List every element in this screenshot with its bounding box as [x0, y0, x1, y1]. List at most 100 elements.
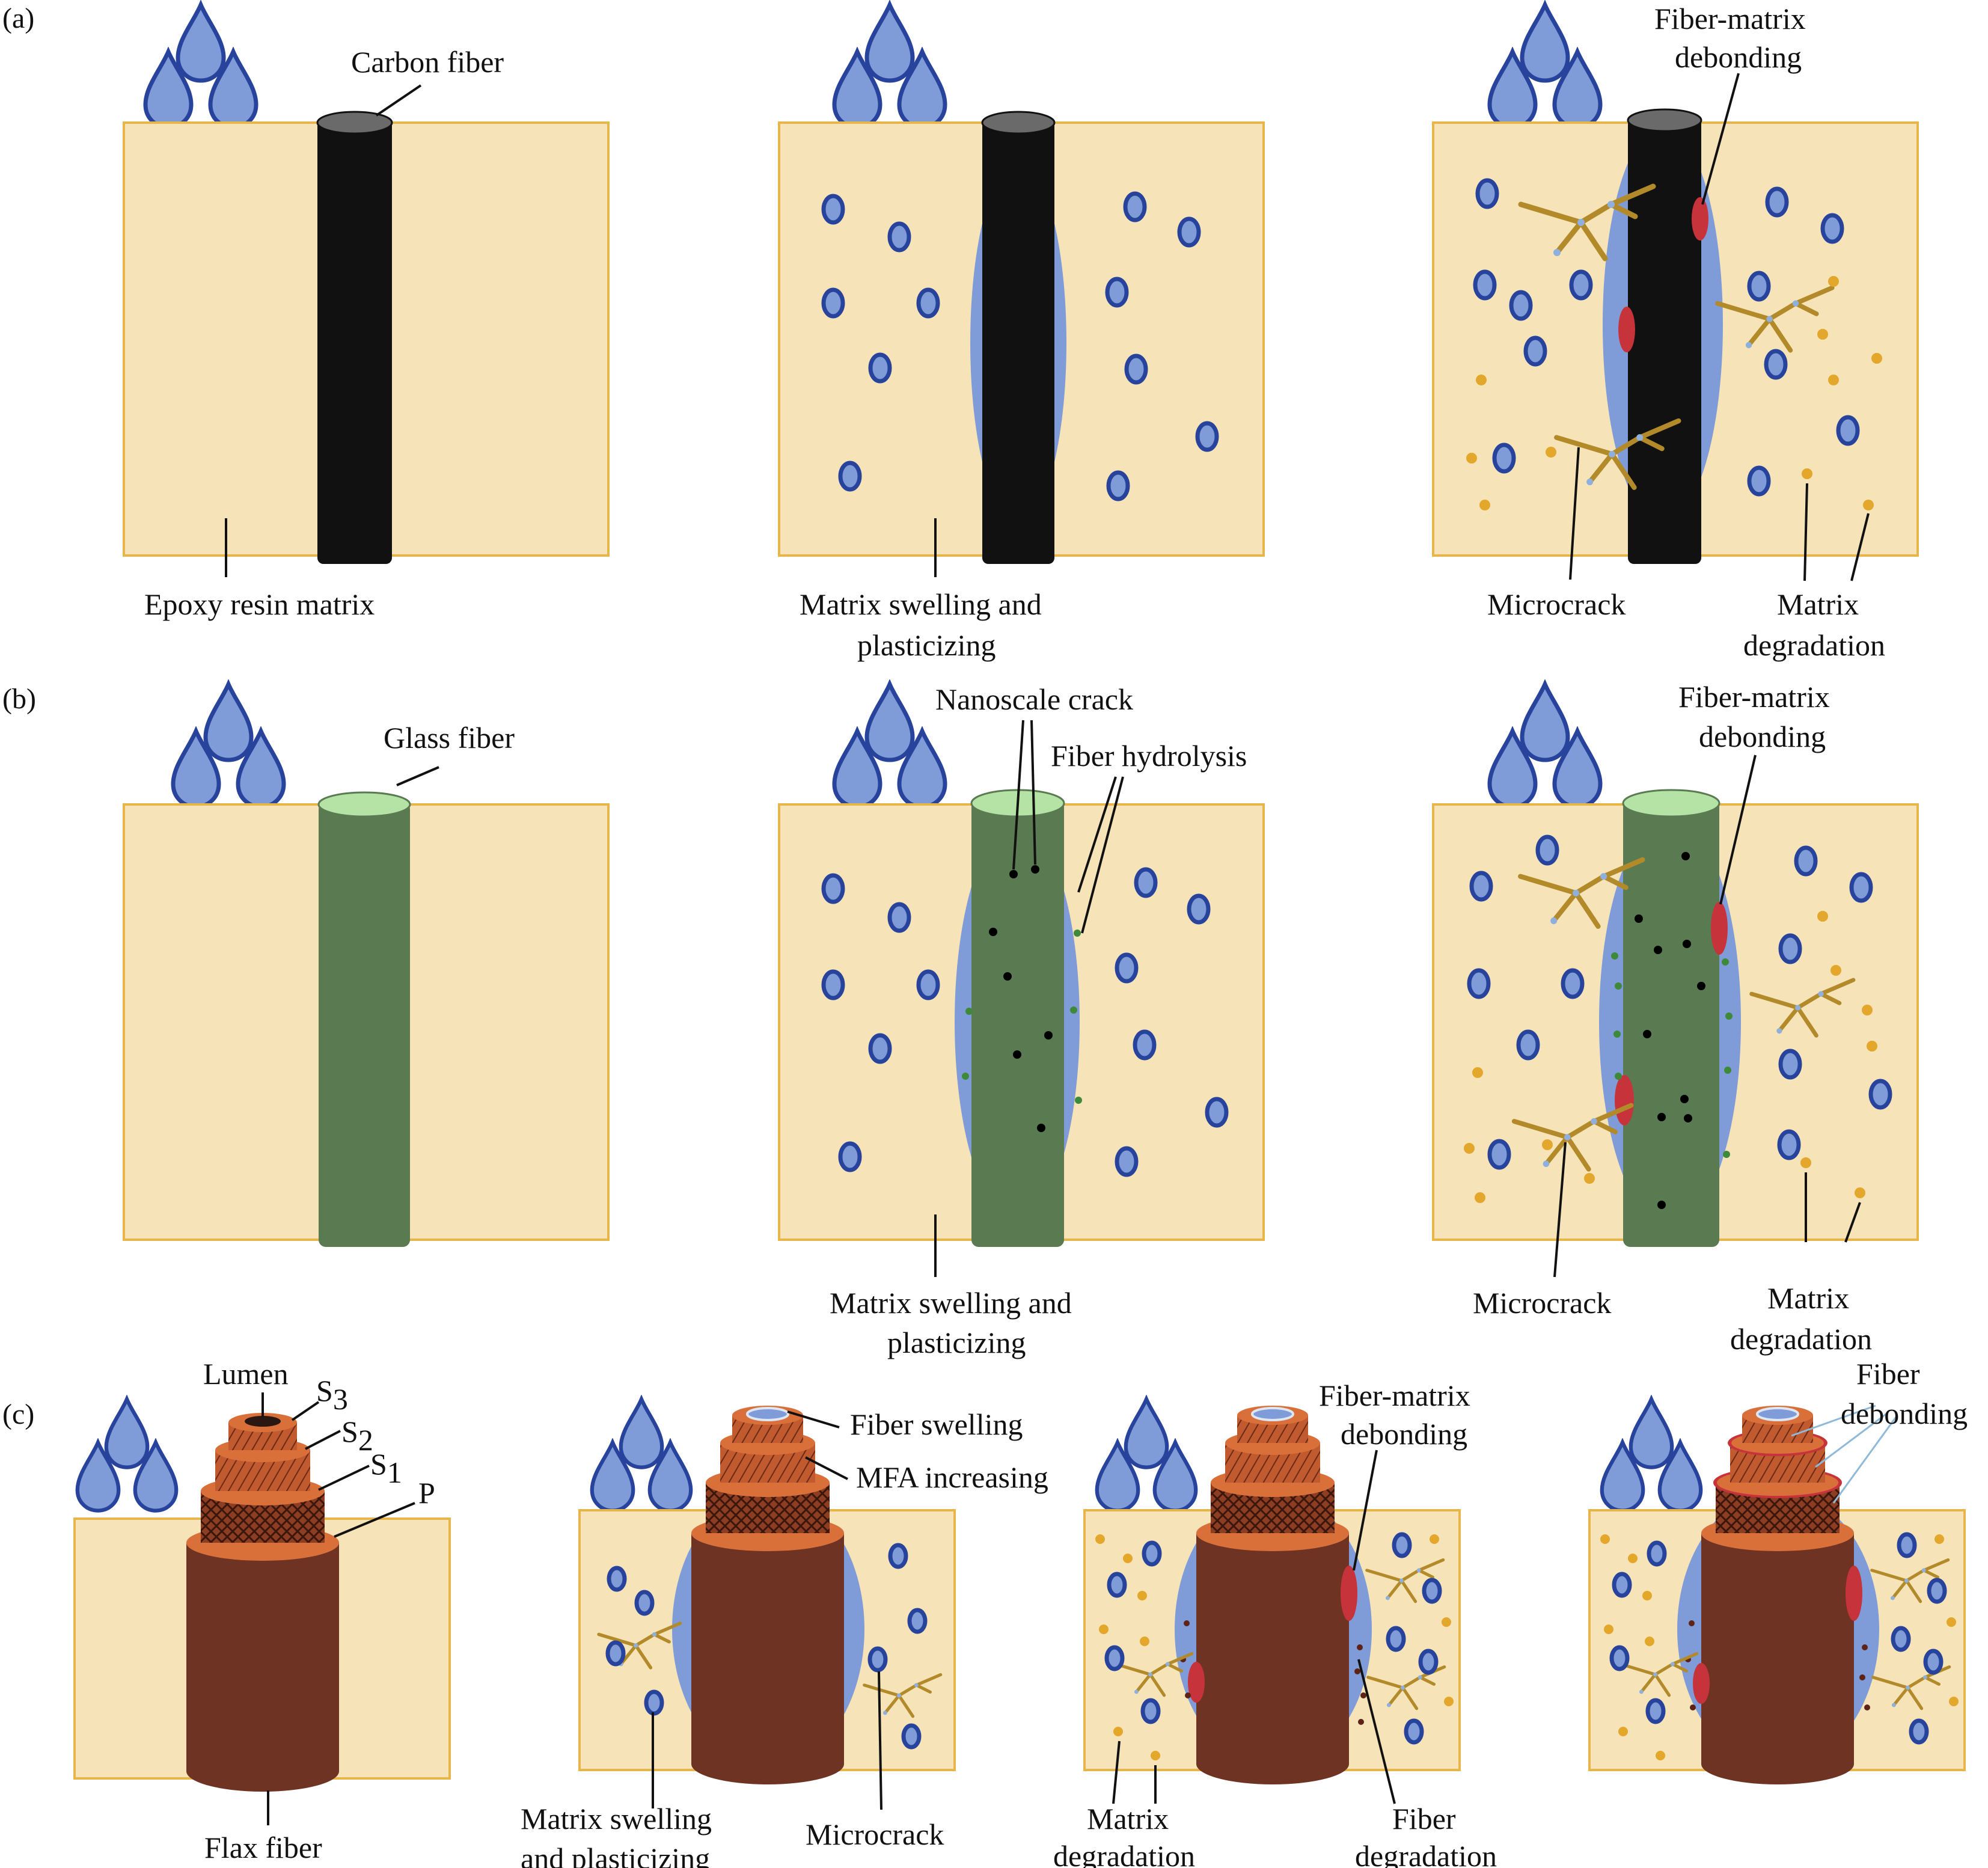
water-molecule: [1609, 1645, 1630, 1671]
water-molecule: [868, 352, 892, 384]
degradation-particle: [1099, 1625, 1109, 1634]
water-molecule: [634, 1590, 655, 1616]
leader-line: [318, 1465, 370, 1491]
water-molecule: [1422, 1578, 1442, 1604]
water-molecule: [1187, 893, 1211, 925]
nanoscale-crack: [1643, 1030, 1651, 1038]
fiber-degradation-dot: [1859, 1674, 1865, 1680]
label-matrix-degradation-2: degradation: [1730, 1322, 1872, 1356]
water-molecule: [1487, 1139, 1511, 1170]
carbon-fiber: [317, 120, 392, 564]
water-molecule: [1778, 933, 1802, 964]
water-molecule: [1392, 1532, 1412, 1558]
nanoscale-crack: [1657, 1201, 1666, 1209]
water-drop-icon: [178, 5, 224, 81]
flax-fiber: [1701, 1406, 1854, 1784]
label-fiber-matrix-2: debonding: [1699, 720, 1826, 753]
water-drop-icon: [621, 1399, 662, 1467]
label-matrix-degradation-2: degradation: [1053, 1839, 1195, 1868]
flax-lumen-swollen: [1756, 1407, 1799, 1421]
degradation-particle: [1947, 1617, 1956, 1627]
nanoscale-crack: [1683, 940, 1691, 948]
degradation-particle: [1828, 276, 1839, 287]
water-molecule: [838, 1141, 862, 1172]
water-molecule: [1794, 845, 1818, 877]
hydrolysis-site: [1722, 958, 1729, 966]
water-molecule: [1104, 1645, 1125, 1671]
nanoscale-crack: [989, 928, 997, 936]
panel-label-c: (c): [2, 1398, 34, 1430]
degradation-particle: [1442, 1617, 1451, 1627]
water-molecule: [1765, 186, 1789, 218]
debonding-site: [1618, 307, 1635, 352]
glass-fiber: [971, 800, 1064, 1247]
degradation-particle: [1137, 1591, 1147, 1600]
leader-line: [1357, 1659, 1396, 1804]
water-molecule: [821, 969, 845, 1000]
nanoscale-crack: [1657, 1113, 1666, 1121]
degradation-particle: [1863, 500, 1874, 510]
label-microcrack: Microcrack: [1487, 587, 1626, 621]
hydrolysis-site: [965, 1008, 973, 1015]
water-molecule: [1106, 470, 1130, 501]
panel-c4: Fiber debonding: [1588, 1357, 1968, 1784]
leader-line: [1701, 73, 1740, 205]
label-matrix-degradation-1: Matrix: [1777, 587, 1859, 621]
water-molecule: [1777, 1129, 1801, 1160]
water-molecule: [1124, 354, 1148, 385]
nanoscale-crack: [1684, 1114, 1692, 1122]
label-flax-fiber: Flax fiber: [204, 1831, 322, 1864]
label-s3: S3: [316, 1374, 348, 1416]
water-molecule: [1492, 443, 1516, 474]
panel-a3: Fiber-matrix debonding Microcrack Matrix…: [1432, 2, 1919, 662]
leader-line: [375, 84, 422, 117]
water-drop-icon: [1522, 684, 1568, 760]
hydrolysis-site: [1613, 1030, 1621, 1038]
label-matrix-swelling-2: plasticizing: [857, 628, 996, 662]
nanoscale-crack: [1044, 1031, 1053, 1040]
row-c: Lumen S3 S2 S1 P Flax fiber: [73, 1357, 1968, 1868]
water-molecule: [1133, 1029, 1157, 1061]
glass-fiber: [1623, 800, 1719, 1247]
water-molecule: [1923, 1649, 1944, 1675]
water-molecule: [1647, 1540, 1667, 1567]
water-molecule: [1747, 271, 1771, 302]
hydrolysis-site: [1070, 1006, 1077, 1014]
label-fiber-matrix-2: debonding: [1341, 1417, 1467, 1451]
degradation-particle: [1817, 911, 1828, 922]
water-molecule: [1868, 1079, 1892, 1110]
water-molecule: [1418, 1649, 1439, 1675]
hydrolysis-site: [962, 1073, 969, 1080]
water-molecule: [1927, 1578, 1947, 1604]
water-molecule: [1475, 178, 1499, 209]
flax-fiber: [1196, 1406, 1349, 1784]
carbon-fiber-top: [1627, 108, 1702, 132]
water-molecule: [1386, 1626, 1406, 1652]
nanoscale-crack: [1680, 1095, 1689, 1103]
water-molecule: [907, 1608, 928, 1634]
degradation-particle: [1618, 1727, 1628, 1736]
water-molecule: [1909, 1718, 1929, 1745]
degradation-particle: [1464, 1143, 1475, 1154]
water-molecule: [888, 1543, 908, 1569]
flax-primary-wall: [186, 1543, 339, 1771]
degradation-particle: [1656, 1751, 1665, 1760]
leader-line: [1850, 513, 1870, 581]
flax-lumen: [245, 1416, 281, 1427]
water-molecule: [1473, 269, 1497, 301]
label-fiber-matrix-2: debonding: [1675, 40, 1802, 74]
fiber-degradation-dot: [1184, 1620, 1190, 1626]
degradation-particle: [1871, 353, 1882, 364]
leader-line: [1353, 1450, 1378, 1571]
water-molecule: [1205, 1097, 1229, 1128]
degradation-particle: [1542, 1139, 1553, 1150]
panel-c1: Lumen S3 S2 S1 P Flax fiber: [73, 1357, 451, 1864]
degradation-particle: [1444, 1697, 1454, 1706]
leader-line: [878, 1671, 882, 1810]
leader-line: [787, 1410, 840, 1429]
label-nanoscale-crack: Nanoscale crack: [935, 682, 1133, 716]
glass-fiber: [319, 802, 410, 1247]
water-molecule: [1891, 1626, 1911, 1652]
hydrolysis-site: [1611, 952, 1618, 960]
degradation-particle: [1600, 1534, 1610, 1544]
